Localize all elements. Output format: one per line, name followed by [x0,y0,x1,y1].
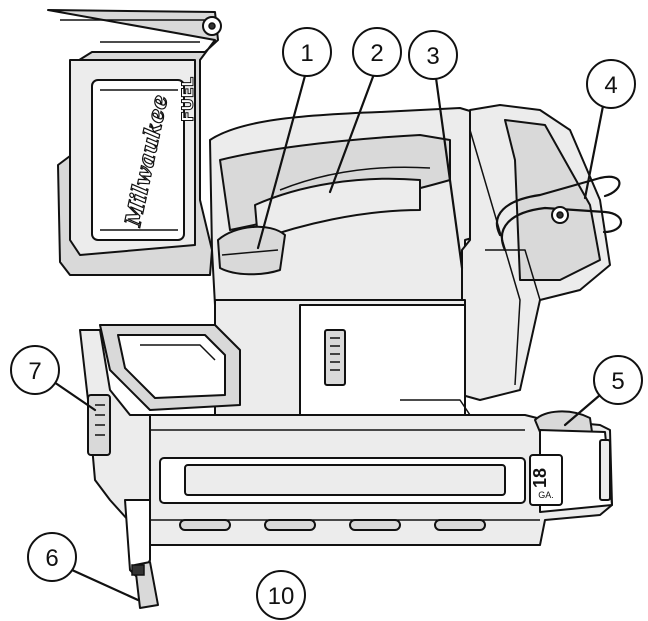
belt-hook [495,175,623,252]
gauge-unit: GA. [538,490,554,500]
gauge-number: 18 [530,468,550,488]
callout-1: 1 [282,27,332,77]
depth-adjust [99,324,241,411]
svg-text:2: 2 [370,40,383,67]
svg-text:4: 4 [604,72,617,99]
tool-body [209,107,501,306]
magazine-feet [179,519,486,531]
svg-text:6: 6 [45,545,58,572]
callout-6: 6 [27,532,77,582]
callout-7: 7 [10,345,60,395]
svg-text:1: 1 [300,40,313,67]
svg-text:7: 7 [28,358,41,385]
callout-4: 4 [586,59,636,109]
svg-text:10: 10 [268,583,295,610]
callout-10: 10 [256,570,306,620]
front-housing [461,104,611,401]
gauge-badge: 18 GA. [529,454,563,506]
callout-5: 5 [593,355,643,405]
callout-3: 3 [408,30,458,80]
magazine [134,410,613,546]
battery-pack [47,9,222,276]
leader-lines [52,70,605,602]
drive-section [214,299,471,416]
fuel-mark: FUEL [178,76,198,122]
svg-text:5: 5 [611,368,624,395]
callout-2: 2 [352,27,402,77]
svg-text:FUEL: FUEL [178,77,197,122]
svg-text:3: 3 [426,43,439,70]
